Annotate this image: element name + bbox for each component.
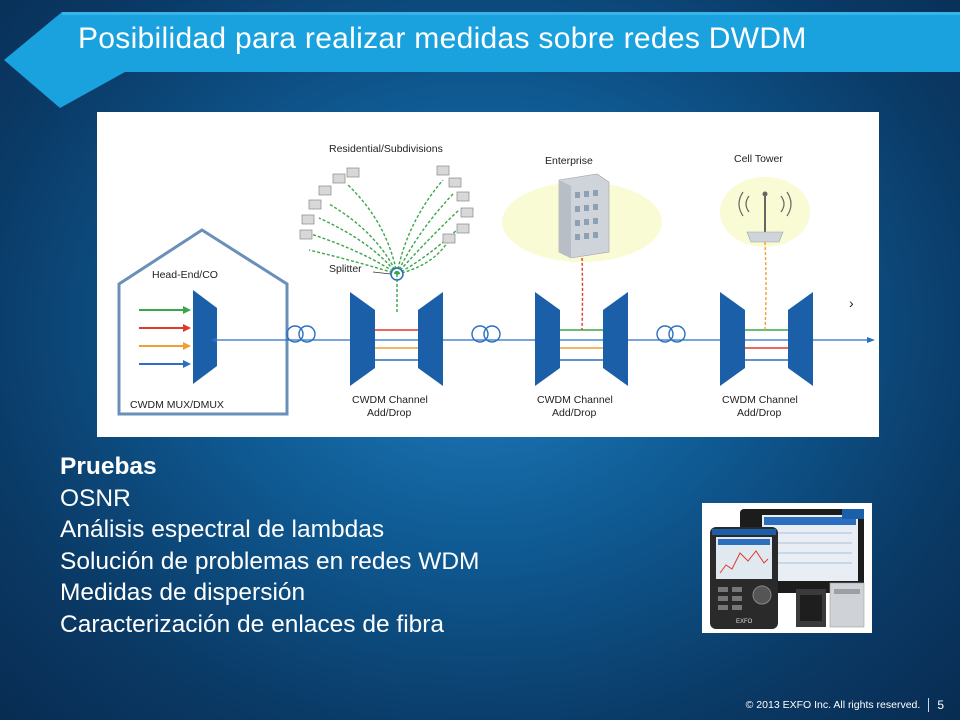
enterprise-building — [502, 173, 662, 331]
channel1-label-1: CWDM Channel — [352, 394, 428, 406]
channel1-label-2: Add/Drop — [367, 407, 412, 419]
headend-label: Head-End/CO — [152, 269, 218, 281]
channel3-label-1: CWDM Channel — [722, 394, 798, 406]
cell-tower — [720, 177, 810, 331]
cell-tower-label: Cell Tower — [734, 153, 783, 165]
list-item: Medidas de dispersión — [60, 579, 306, 606]
splitter-fibers — [308, 179, 460, 312]
device-brand-label: EXFO — [736, 619, 753, 625]
test-equipment-image: EXFO — [702, 503, 872, 633]
residential-label: Residential/Subdivisions — [329, 143, 443, 155]
residential-houses — [299, 165, 474, 244]
footer-separator — [928, 698, 930, 712]
test-list: Pruebas OSNR Análisis espectral de lambd… — [60, 451, 479, 640]
cwdm-network-diagram: Head-End/CO CWDM MUX/DMUX › — [97, 112, 879, 437]
list-item: OSNR — [60, 484, 131, 512]
fiber-coils — [286, 325, 686, 343]
channel-add-drop-1: CWDM Channel Add/Drop — [350, 292, 443, 419]
splitter-label: Splitter — [329, 263, 362, 275]
list-item: Análisis espectral de lambdas — [60, 516, 385, 543]
page-number: 5 — [937, 698, 944, 712]
list-item: Caracterización de enlaces de fibra — [60, 610, 445, 638]
slide-title: Posibilidad para realizar medidas sobre … — [78, 22, 807, 55]
mux-block — [193, 290, 217, 384]
list-heading: Pruebas — [60, 453, 157, 480]
channel-add-drop-3: CWDM Channel Add/Drop — [720, 292, 813, 419]
continuation-mark: › — [849, 295, 854, 311]
channel2-label-2: Add/Drop — [552, 407, 597, 419]
mux-label: CWDM MUX/DMUX — [130, 399, 224, 411]
channel2-label-1: CWDM Channel — [537, 394, 613, 406]
list-item: Solución de problemas en redes WDM — [60, 547, 480, 575]
enterprise-label: Enterprise — [545, 155, 593, 167]
headend-house: Head-End/CO CWDM MUX/DMUX — [117, 228, 289, 416]
copyright-text: © 2013 EXFO Inc. All rights reserved. — [745, 699, 921, 711]
footer: © 2013 EXFO Inc. All rights reserved. 5 — [746, 698, 944, 712]
title-banner — [0, 0, 960, 108]
channel3-label-2: Add/Drop — [737, 407, 782, 419]
channel-add-drop-2: CWDM Channel Add/Drop — [535, 292, 628, 419]
